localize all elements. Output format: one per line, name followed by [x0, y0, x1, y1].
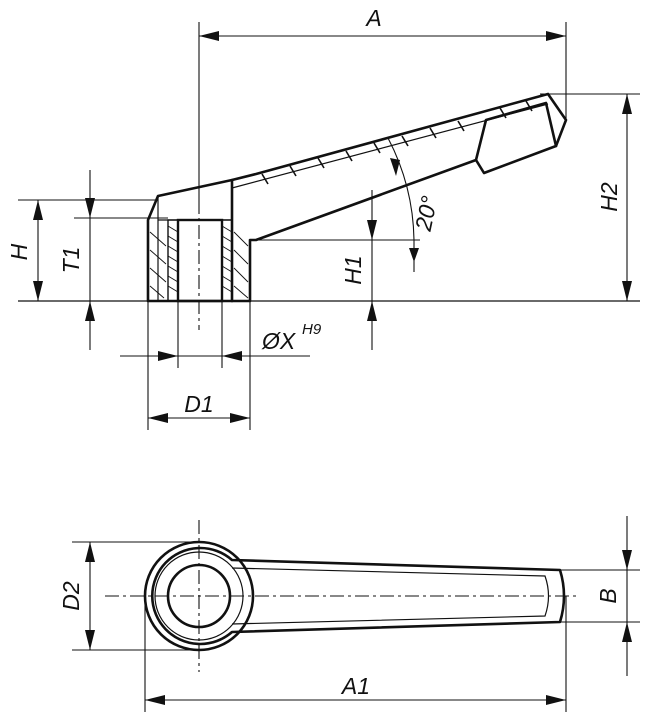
label-D1: D1	[184, 391, 213, 417]
label-bore-tolerance: H9	[302, 321, 322, 338]
top-view: D2 B A1	[58, 516, 640, 712]
top-hatching	[261, 100, 533, 185]
lever-side-outline	[146, 92, 568, 303]
lever-top-outline	[151, 546, 566, 646]
label-H2: H2	[596, 182, 622, 212]
grip-recess	[474, 101, 558, 162]
label-A: A	[364, 5, 381, 31]
label-T1: T1	[58, 247, 84, 274]
label-D2: D2	[58, 581, 84, 611]
top-edge-line	[231, 103, 549, 189]
label-B: B	[595, 588, 621, 603]
side-view: A D1 ØX H9 H T1 H1 H2 20°	[6, 5, 640, 430]
label-H: H	[6, 243, 32, 260]
label-H1: H1	[340, 255, 366, 284]
angle-arc	[387, 137, 415, 241]
label-A1: A1	[340, 673, 370, 699]
label-bore: ØX	[261, 328, 297, 354]
label-angle: 20°	[410, 194, 443, 234]
